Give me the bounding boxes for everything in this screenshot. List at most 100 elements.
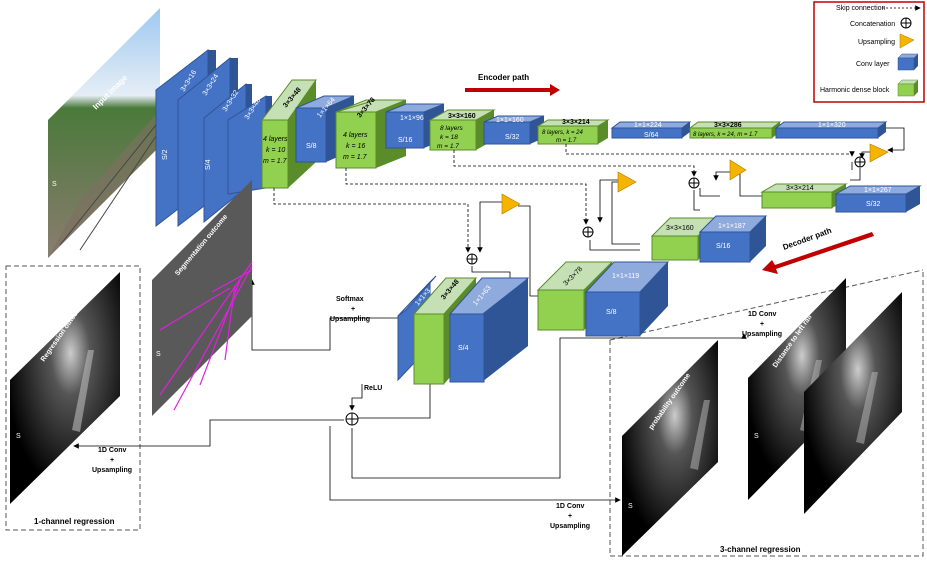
svg-text:Upsampling: Upsampling bbox=[330, 316, 370, 323]
dec-conv-1-size: S/32 bbox=[866, 201, 881, 208]
svg-text:Upsampling: Upsampling bbox=[92, 467, 132, 474]
enc-s16-label: S/16 bbox=[398, 137, 413, 144]
svg-text:Upsampling: Upsampling bbox=[550, 523, 590, 530]
concat-icon-4 bbox=[466, 253, 478, 265]
legend-concat-label: Concatenation bbox=[850, 21, 895, 28]
enc-hdb-2-l1: 4 layers bbox=[343, 132, 368, 139]
enc-hdb-2: 3×3×78 4 layers k = 16 m = 1.7 bbox=[335, 97, 407, 169]
concat-icon-3 bbox=[582, 226, 594, 238]
left-rail-size: S bbox=[754, 433, 759, 440]
dec-conv-3-label: 1×1×119 bbox=[612, 273, 639, 280]
dec-conv-3-size: S/8 bbox=[606, 309, 617, 316]
dec-conv-2-size: S/16 bbox=[716, 243, 731, 250]
legend-concat-icon bbox=[900, 17, 912, 29]
upsampling-icons bbox=[501, 143, 889, 215]
svg-text:+: + bbox=[760, 321, 764, 328]
regression-size: S bbox=[16, 433, 21, 440]
enc-s32-label: S/32 bbox=[505, 134, 520, 141]
legend-conv-label: Conv layer bbox=[856, 61, 890, 68]
svg-text:1D Conv: 1D Conv bbox=[556, 503, 585, 510]
dec-conv-2-label: 1×1×187 bbox=[718, 223, 746, 230]
enc-hdb-1-l2: k = 10 bbox=[266, 147, 285, 154]
upsample-icon-3 bbox=[617, 171, 637, 193]
enc-hdb-3-label: 3×3×160 bbox=[448, 113, 476, 120]
dec-hdb-2-label: 3×3×160 bbox=[666, 225, 694, 232]
legend: Skip connection Concatenation Upsampling… bbox=[813, 1, 925, 103]
svg-text:Upsampling: Upsampling bbox=[742, 331, 782, 338]
dec-hdb-1-label: 3×3×214 bbox=[786, 185, 814, 192]
three-channel-box-right bbox=[610, 270, 924, 557]
svg-text:1D Conv: 1D Conv bbox=[98, 447, 127, 454]
relu-label: ReLU bbox=[364, 385, 382, 392]
dec-conv-3: 1×1×119 S/8 bbox=[584, 261, 670, 337]
enc-s8-label: S/8 bbox=[306, 143, 317, 150]
enc-hdb-5: 3×3×286 8 layers, k = 24, m = 1.7 bbox=[688, 121, 782, 139]
svg-text:1D Conv: 1D Conv bbox=[748, 311, 777, 318]
svg-text:+: + bbox=[110, 457, 114, 464]
decoder-path-arrow bbox=[762, 232, 874, 274]
input-size-label: S bbox=[52, 181, 57, 188]
enc-hdb-4-l1: 8 layers, k = 24 bbox=[542, 130, 584, 136]
one-channel-box bbox=[5, 265, 141, 531]
enc-s2-label: S/2 bbox=[162, 149, 169, 160]
legend-upsampling-icon bbox=[899, 33, 915, 49]
enc-hdb-1-l1: 4 layers bbox=[263, 136, 288, 143]
dec-conv-4-size: S/4 bbox=[458, 345, 469, 352]
encoder-path-arrow bbox=[465, 84, 560, 96]
enc-hdb-5-l1: 8 layers, k = 24, m = 1.7 bbox=[693, 132, 758, 138]
enc-hdb-4: 3×3×214 8 layers, k = 24 m = 1.7 bbox=[536, 119, 610, 145]
decoder-connectors bbox=[73, 127, 905, 503]
enc-hdb-3-l3: m = 1.7 bbox=[437, 143, 459, 150]
enc-conv-p5: 1×1×320 bbox=[774, 121, 888, 139]
three-channel-label: 3-channel regression bbox=[720, 545, 801, 554]
enc-conv-p5-label: 1×1×320 bbox=[818, 122, 846, 129]
probability-size: S bbox=[628, 503, 633, 510]
conv1d-right-label: 1D Conv + Upsampling bbox=[742, 311, 782, 338]
encoder-path-title: Encoder path bbox=[478, 73, 529, 82]
dec-conv-1: 1×1×267 S/32 bbox=[834, 185, 922, 213]
dec-conv-2: 1×1×187 S/16 bbox=[698, 215, 768, 263]
upsample-icon-2 bbox=[729, 159, 747, 181]
one-channel-label: 1-channel regression bbox=[34, 517, 115, 526]
enc-hdb-5-label: 3×3×286 bbox=[714, 122, 742, 129]
concat-icons bbox=[345, 156, 866, 426]
legend-upsampling-label: Upsampling bbox=[858, 39, 895, 46]
enc-hdb-4-label: 3×3×214 bbox=[562, 119, 590, 126]
dec-conv-1-label: 1×1×267 bbox=[864, 187, 892, 194]
conv1d-bottom-label: 1D Conv + Upsampling bbox=[550, 503, 590, 530]
dec-hdb-1: 3×3×214 bbox=[760, 183, 848, 209]
enc-conv-p4-label: 1×1×224 bbox=[634, 122, 662, 129]
concat-icon-1 bbox=[854, 156, 866, 168]
input-image: Input image S bbox=[48, 8, 161, 258]
enc-conv-p2-label: 1×1×96 bbox=[400, 115, 424, 122]
enc-conv-p4: 1×1×224 S/64 bbox=[610, 121, 692, 139]
probability-output: probability outcome S bbox=[622, 340, 718, 556]
enc-conv-p3: 1×1×160 S/32 bbox=[483, 115, 545, 145]
segmentation-size: S bbox=[156, 351, 161, 358]
enc-hdb-2-l2: k = 16 bbox=[346, 143, 365, 150]
svg-text:Softmax: Softmax bbox=[336, 296, 364, 303]
softmax-label: Softmax + Upsampling bbox=[330, 296, 370, 323]
conv1d-left-label: 1D Conv + Upsampling bbox=[92, 447, 132, 474]
legend-skip-label: Skip connection bbox=[836, 5, 886, 12]
svg-text:+: + bbox=[351, 306, 355, 313]
concat-icon-2 bbox=[688, 177, 700, 189]
concat-icon-5 bbox=[345, 412, 359, 426]
enc-s64-label: S/64 bbox=[644, 132, 659, 139]
enc-s4-label: S/4 bbox=[205, 159, 212, 170]
svg-text:+: + bbox=[568, 513, 572, 520]
upsample-icon-1 bbox=[869, 143, 889, 163]
legend-hdb-label: Harmonic dense block bbox=[820, 87, 890, 94]
dec-conv-4: 1×1×63 S/4 bbox=[448, 277, 530, 383]
legend-hdb-icon bbox=[897, 79, 919, 97]
upsample-icon-4 bbox=[501, 193, 521, 215]
enc-conv-p3-label: 1×1×160 bbox=[496, 117, 524, 124]
enc-hdb-3-l2: k = 18 bbox=[440, 134, 458, 141]
enc-hdb-4-l2: m = 1.7 bbox=[556, 138, 577, 144]
enc-hdb-3-l1: 8 layers bbox=[440, 125, 464, 132]
enc-hdb-2-l3: m = 1.7 bbox=[343, 154, 368, 161]
legend-conv-icon bbox=[897, 53, 919, 71]
skip-connections bbox=[273, 144, 855, 253]
enc-hdb-1-l3: m = 1.7 bbox=[263, 158, 288, 165]
